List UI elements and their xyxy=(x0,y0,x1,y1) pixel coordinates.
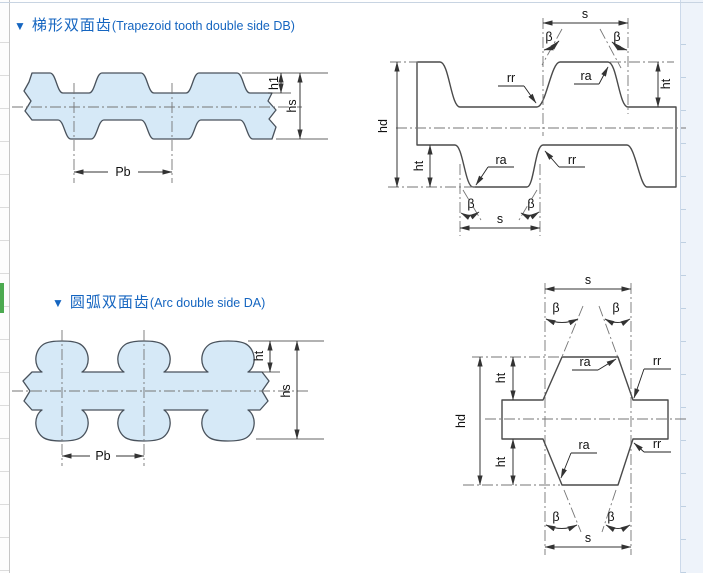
pitch-lines xyxy=(61,330,145,466)
dim-label-span-top: s xyxy=(582,7,588,21)
dim-label-root-radius: rr xyxy=(568,153,576,167)
dim-label-thickness: hs xyxy=(285,99,299,112)
belt-profile-shape xyxy=(23,72,277,140)
dim-label-root-radius: rr xyxy=(507,71,515,85)
angle-arc-bottom-right xyxy=(520,211,540,220)
ra-leader-arrow-bottom xyxy=(475,166,489,186)
dim-label-angle: β xyxy=(552,510,559,524)
dim-label-root-radius: rr xyxy=(653,354,661,368)
rr-leader-bottom xyxy=(633,442,645,453)
left-table-rail xyxy=(0,0,10,573)
pitch-lines xyxy=(73,83,173,183)
triangle-marker-icon: ▼ xyxy=(52,296,64,310)
dim-label-angle: β xyxy=(545,30,552,44)
angle-flank-lines-top xyxy=(558,305,622,367)
rr-leader-arrow xyxy=(523,85,537,104)
right-table-rail xyxy=(680,0,703,573)
dim-label-overall: hd xyxy=(454,414,468,428)
dim-label-overall: hd xyxy=(378,119,390,133)
dim-label-tip-radius: ra xyxy=(578,438,589,452)
tooth-profile-outline xyxy=(416,61,677,188)
triangle-marker-icon: ▼ xyxy=(14,19,26,33)
angle-arc-top-left xyxy=(543,40,560,51)
dim-label-thickness: hs xyxy=(279,384,293,397)
dim-label-angle: β xyxy=(607,510,614,524)
dim-label-pitch: Pb xyxy=(95,449,110,463)
dim-label-tip-radius: ra xyxy=(580,69,591,83)
trapezoid-tooth-profile-diagram: hd s β β rr ra ht ht ra rr β β s xyxy=(378,7,686,236)
span-reference-lines-top xyxy=(542,18,629,136)
dim-label-tooth-height: ht xyxy=(494,456,508,467)
dim-label-span-top: s xyxy=(585,273,591,287)
section-title-cn: 梯形双面齿 xyxy=(31,17,112,34)
dim-label-tooth-height: ht xyxy=(412,160,426,171)
angle-arc-top-right xyxy=(604,318,631,327)
angle-arc-top-right xyxy=(611,41,628,51)
angle-arc-bottom-left xyxy=(460,211,480,220)
dim-label-tooth-height: ht xyxy=(252,350,266,361)
tooth-profile-outline xyxy=(501,356,669,486)
angle-arc-top-left xyxy=(545,318,579,326)
section-title-en: (Arc double side DA) xyxy=(149,296,266,310)
dim-label-tooth-height: ht xyxy=(659,78,673,89)
dim-label-span-bottom: s xyxy=(497,212,503,226)
section-title-arc: ▼ 圆弧双面齿(Arc double side DA) xyxy=(52,291,265,312)
section-title-cn: 圆弧双面齿 xyxy=(69,294,150,311)
rr-leader-top xyxy=(633,368,645,399)
dim-label-tip-radius: ra xyxy=(579,355,590,369)
dim-label-angle: β xyxy=(613,30,620,44)
dim-label-angle: β xyxy=(467,197,474,211)
dim-label-pitch: Pb xyxy=(115,165,130,179)
ra-leader-top xyxy=(597,358,617,371)
green-row-marker xyxy=(0,283,4,313)
dim-label-angle: β xyxy=(552,301,559,315)
arc-tooth-profile-diagram: s β β hd ht ht ra rr ra rr β β s xyxy=(454,273,687,555)
angle-arc-bottom-left xyxy=(545,524,578,532)
dim-label-tooth-height: h1 xyxy=(267,76,281,90)
dim-label-angle: β xyxy=(527,197,534,211)
dim-label-tip-radius: ra xyxy=(495,153,506,167)
dim-label-tooth-height: ht xyxy=(494,372,508,383)
hd-extension-lines xyxy=(463,356,560,486)
arc-belt-cross-section-diagram: Pb ht hs xyxy=(12,330,324,466)
dim-label-root-radius: rr xyxy=(653,437,661,451)
section-title-trapezoid: ▼ 梯形双面齿(Trapezoid tooth double side DB) xyxy=(14,14,295,35)
ra-leader-arrow xyxy=(598,66,609,85)
top-border-line xyxy=(0,2,703,3)
span-reference-lines-bottom xyxy=(459,164,541,236)
trapezoid-belt-cross-section-diagram: Pb h1 hs xyxy=(12,72,328,183)
rr-leader-arrow-bottom xyxy=(544,150,560,168)
section-title-en: (Trapezoid tooth double side DB) xyxy=(111,19,295,33)
dim-label-angle: β xyxy=(612,301,619,315)
ra-leader-bottom xyxy=(560,452,572,479)
angle-arc-bottom-right xyxy=(605,524,631,533)
dim-label-span-bottom: s xyxy=(585,531,591,545)
angle-flank-lines-bottom xyxy=(563,489,617,533)
